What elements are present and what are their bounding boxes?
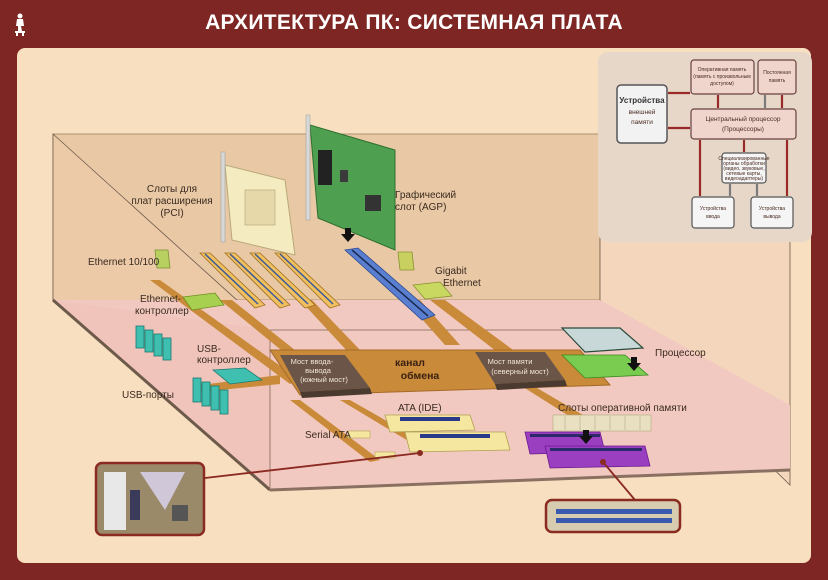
ethernet-controller-chip [182,292,225,311]
input-devices-box [691,196,735,229]
ram-module [552,414,652,444]
label-agp-line2: слот (AGP) [395,202,446,213]
cpu-socket [561,354,650,379]
output-line2: вывода [763,214,780,220]
usb-ports [135,325,229,415]
ata-connectors [384,414,511,453]
agp-card [305,114,396,251]
label-gigabit-2: Ethernet [443,278,481,289]
label-io-bridge-3: (южный мост) [300,375,348,384]
special-line2: органы обработки [723,161,765,167]
label-agp-line1: Графический [395,189,456,201]
serial-ata-connector [347,430,371,439]
cpu-line2: (Процессоры) [722,126,764,133]
label-io-bridge-2: вывода [305,366,332,375]
rom-line1: Постоянная [763,70,791,76]
label-usb-ports: USB-порты [122,390,174,401]
special-line4: сетевые карты, [726,171,762,177]
label-usb-controller-2: контроллер [197,355,251,366]
bus-traces [150,280,610,462]
label-pci-line3: (PCI) [160,208,183,219]
ethernet-port [154,249,171,269]
label-memory-bridge-2: (северный мост) [491,367,549,376]
label-gigabit-1: Gigabit [435,266,467,277]
ram-box [690,59,755,95]
ram-slots [524,431,651,469]
external-memory-box [616,84,668,144]
gigabit-port [397,251,415,271]
ram-line2: (память с произвольным [693,74,751,80]
block-diagram: Устройства внешней памяти Оперативная па… [598,52,812,242]
usb-controller-chip [211,367,264,385]
io-bridge [280,355,372,398]
rom-line2: память [769,78,786,84]
callout-line-right [602,461,636,501]
cpu-box [690,108,797,140]
memory-bridge [475,352,567,390]
label-memory-bridge-1: Мост памяти [488,357,533,366]
label-io-bridge-1: Мост ввода- [291,357,334,366]
callout-line-left [204,452,421,479]
ram-line1: Оперативная память [698,67,747,73]
label-usb-controller-1: USB- [197,344,221,355]
label-serial-ata: Serial ATA [305,430,351,441]
page-title: АРХИТЕКТУРА ПК: СИСТЕМНАЯ ПЛАТА [205,11,623,34]
serial-ata-connector-2 [374,451,396,459]
thinker-figure-icon [15,13,25,36]
ram-line3: доступом) [710,81,734,87]
label-ram-slots: Слоты оперативной памяти [558,403,687,414]
left-inset-photo [94,461,206,537]
input-line1: Устройства [700,205,726,212]
pci-card [220,151,296,256]
output-line1: Устройства [759,205,785,212]
label-pci-line2: плат расширения [131,196,212,207]
input-line2: ввода [706,214,720,220]
external-memory-line2: внешней [629,108,656,116]
special-line1: Специализированные [718,156,769,162]
cpu-line1: Центральный процессор [706,115,781,123]
gigabit-controller-chip [412,281,453,300]
cpu-chip [560,327,645,371]
label-channel-1: канал [395,357,425,369]
label-ethernet-controller-2: контроллер [135,306,189,317]
right-inset-photo [544,498,682,534]
special-units-box [721,152,767,184]
special-line5: видеоадаптеры) [725,176,764,182]
label-ata: ATA (IDE) [398,403,442,414]
special-line3: (видео, звуковые, [723,166,764,172]
pci-slots [199,252,341,309]
external-memory-line1: Устройства [619,96,665,105]
label-ethernet-100: Ethernet 10/100 [88,257,160,268]
label-channel-2: обмена [401,370,440,382]
output-devices-box [750,196,794,229]
label-pci-line1: Слоты для [147,184,197,195]
label-ethernet-controller-1: Ethernet- [140,294,181,305]
external-memory-line3: памяти [631,119,653,126]
label-processor: Процессор [655,348,706,359]
agp-slot [344,247,436,321]
diagram-arrows [668,91,789,196]
rom-box [757,59,797,95]
